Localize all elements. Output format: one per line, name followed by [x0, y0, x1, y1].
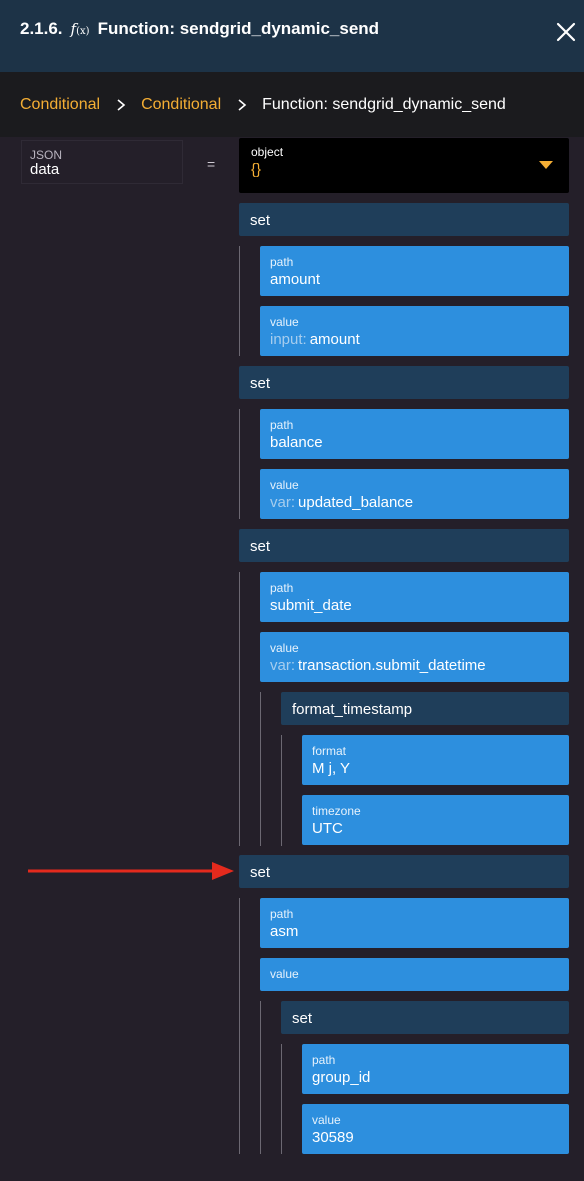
- field-label: path: [270, 255, 294, 269]
- equals-operator: =: [207, 156, 216, 172]
- set-block-header[interactable]: set: [239, 529, 569, 562]
- value-source-prefix: var:: [270, 657, 296, 674]
- value-field[interactable]: value 30589: [302, 1104, 569, 1154]
- tree-connector-line: [260, 1001, 261, 1154]
- tree-connector-line: [260, 692, 261, 846]
- timezone-field[interactable]: timezone UTC: [302, 795, 569, 845]
- tree-connector-line: [239, 572, 240, 846]
- value-field[interactable]: value input:amount: [260, 306, 569, 356]
- field-label: path: [270, 418, 294, 432]
- field-value: input:amount: [270, 330, 569, 350]
- value-source-prefix: var:: [270, 494, 296, 511]
- field-label: timezone: [312, 804, 361, 818]
- field-label: path: [270, 581, 294, 595]
- set-block-header[interactable]: set: [239, 203, 569, 236]
- tree-connector-line: [239, 409, 240, 519]
- tree-connector-line: [281, 735, 282, 846]
- tree-connector-line: [281, 1044, 282, 1154]
- value-text: amount: [309, 331, 360, 348]
- param-name-field: JSON data: [21, 140, 183, 184]
- set-block-header[interactable]: set: [239, 855, 569, 888]
- field-label: format: [312, 744, 347, 758]
- value-field[interactable]: value var:updated_balance: [260, 469, 569, 519]
- field-label: value: [270, 315, 299, 329]
- object-type-select[interactable]: object {}: [239, 138, 569, 193]
- field-label: value: [312, 1113, 341, 1127]
- field-value: submit_date: [270, 597, 352, 614]
- dialog-header: 2.1.6. f(x) Function: sendgrid_dynamic_s…: [0, 0, 584, 72]
- field-value: balance: [270, 434, 323, 451]
- field-label: value: [270, 641, 299, 655]
- field-label: value: [270, 967, 299, 981]
- breadcrumb: Conditional Conditional Function: sendgr…: [0, 72, 584, 137]
- field-label: path: [270, 907, 294, 921]
- set-block-header[interactable]: set: [281, 1001, 569, 1034]
- field-value: var:transaction.submit_datetime: [270, 656, 569, 676]
- field-value: amount: [270, 271, 321, 288]
- field-label: value: [270, 478, 299, 492]
- path-field[interactable]: path amount: [260, 246, 569, 296]
- red-arrow-annotation: [28, 862, 234, 880]
- value-field[interactable]: value: [260, 958, 569, 991]
- value-text: updated_balance: [298, 494, 414, 511]
- path-field[interactable]: path submit_date: [260, 572, 569, 622]
- select-value: {}: [251, 161, 262, 178]
- field-value: group_id: [312, 1069, 371, 1086]
- field-value: 30589: [312, 1129, 354, 1146]
- path-field[interactable]: path group_id: [302, 1044, 569, 1094]
- breadcrumb-item-conditional-1[interactable]: Conditional: [20, 95, 101, 113]
- param-type-label: JSON: [30, 148, 63, 162]
- field-value: var:updated_balance: [270, 493, 569, 513]
- select-label: object: [251, 145, 284, 159]
- tree-connector-line: [239, 246, 240, 356]
- format-timestamp-filter[interactable]: format_timestamp: [281, 692, 569, 725]
- close-icon[interactable]: [554, 20, 578, 44]
- header-title-row: 2.1.6. f(x) Function: sendgrid_dynamic_s…: [20, 18, 379, 40]
- value-text: transaction.submit_datetime: [298, 657, 486, 674]
- breadcrumb-item-conditional-2[interactable]: Conditional: [141, 95, 222, 113]
- field-value: UTC: [312, 820, 343, 837]
- field-label: path: [312, 1053, 336, 1067]
- set-block-header[interactable]: set: [239, 366, 569, 399]
- value-field[interactable]: value var:transaction.submit_datetime: [260, 632, 569, 682]
- breadcrumb-current: Function: sendgrid_dynamic_send: [262, 95, 506, 113]
- path-field[interactable]: path balance: [260, 409, 569, 459]
- path-field[interactable]: path asm: [260, 898, 569, 948]
- chevron-right-icon: [238, 98, 247, 111]
- step-number: 2.1.6.: [20, 19, 63, 38]
- dropdown-caret-icon[interactable]: [539, 161, 553, 169]
- format-field[interactable]: format M j, Y: [302, 735, 569, 785]
- param-name: data: [30, 161, 60, 178]
- dialog-title: Function: sendgrid_dynamic_send: [97, 19, 380, 38]
- chevron-right-icon: [117, 98, 126, 111]
- tree-connector-line: [239, 898, 240, 1154]
- field-value: M j, Y: [312, 760, 351, 777]
- function-icon: f(x): [70, 20, 90, 38]
- value-source-prefix: input:: [270, 331, 307, 348]
- field-value: asm: [270, 923, 299, 940]
